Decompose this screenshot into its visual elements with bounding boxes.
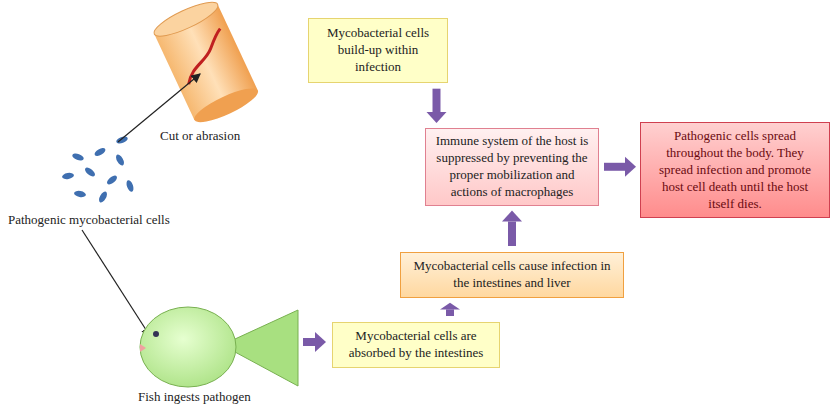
process-box: Mycobacterial cells are absorbed by the … (332, 322, 500, 368)
box-text: Mycobacterial cells build-up within infe… (316, 25, 440, 76)
leader-arrow (82, 230, 150, 336)
fish (140, 307, 298, 387)
box-text: Immune system of the host is suppressed … (433, 133, 591, 201)
figure-label: Pathogenic mycobacterial cells (8, 212, 170, 228)
figure-label: Cut or abrasion (160, 128, 240, 144)
block-arrow (440, 303, 460, 316)
block-arrow (502, 211, 522, 246)
figure-label: Fish ingests pathogen (138, 389, 251, 405)
block-arrow (427, 89, 447, 123)
bacteria-cells (62, 135, 135, 204)
box-text: Pathogenic cells spread throughout the b… (648, 128, 822, 212)
block-arrow (604, 157, 636, 177)
skin-cut (150, 0, 261, 128)
process-box: Mycobacterial cells build-up within infe… (308, 18, 448, 83)
process-box: Mycobacterial cells cause infection in t… (400, 252, 624, 298)
process-box: Immune system of the host is suppressed … (425, 128, 599, 206)
box-text: Mycobacterial cells cause infection in t… (408, 258, 616, 292)
box-text: Mycobacterial cells are absorbed by the … (340, 328, 492, 362)
block-arrow (303, 332, 326, 352)
process-box: Pathogenic cells spread throughout the b… (640, 122, 830, 218)
